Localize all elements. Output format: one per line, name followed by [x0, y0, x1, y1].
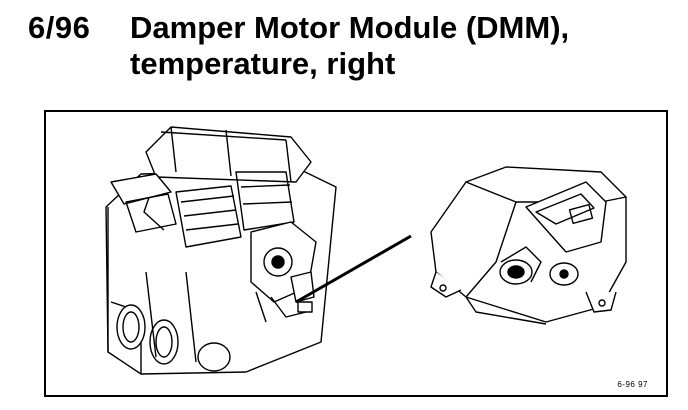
title-line-2: temperature, right — [130, 46, 396, 81]
page-heading: 6/96 Damper Motor Module (DMM), temperat… — [0, 0, 688, 90]
figure-code: 6-96 97 — [617, 380, 648, 389]
title-line-1: Damper Motor Module (DMM), — [130, 10, 570, 45]
figure-drawing — [105, 126, 627, 375]
figure-frame: 6-96 97 — [44, 110, 668, 397]
section-number: 6/96 — [28, 10, 91, 45]
damper-motor-module-illustration — [430, 166, 627, 325]
hvac-housing-illustration — [105, 126, 412, 375]
page-title: Damper Motor Module (DMM), temperature, … — [130, 10, 569, 82]
